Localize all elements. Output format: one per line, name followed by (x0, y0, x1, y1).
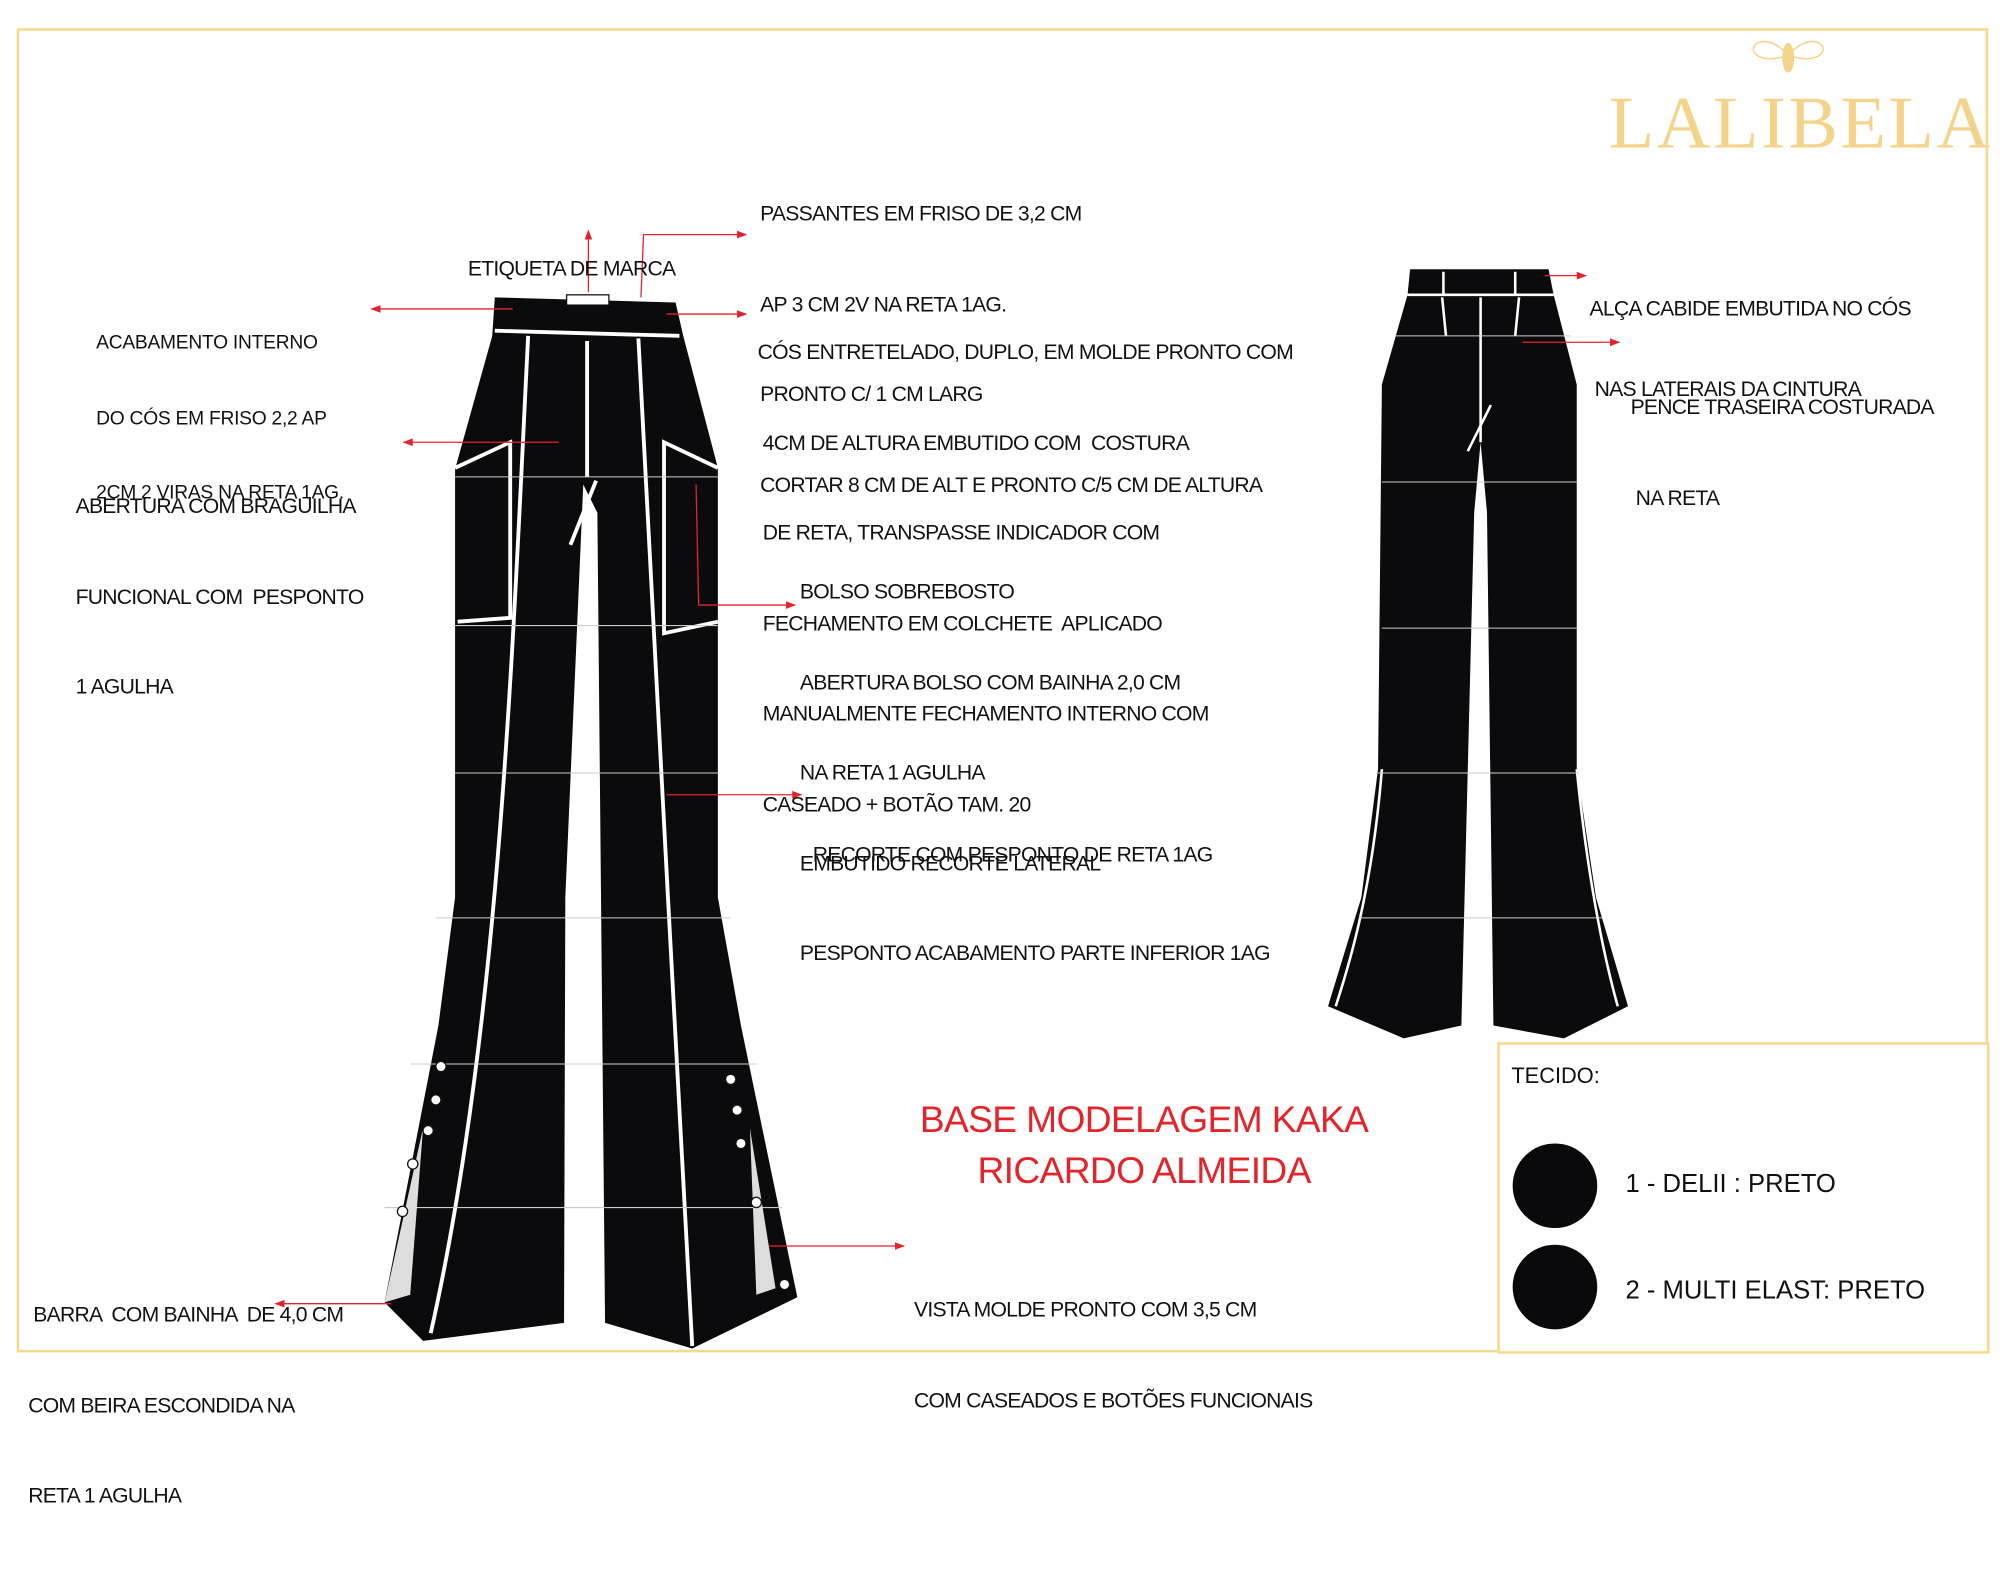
brand-logo: LALIBELA (1608, 80, 1993, 165)
note-line: EMBUTIDO RECORTE LATERAL (799, 851, 1101, 875)
annotation-arrows (274, 229, 1621, 1308)
bee-icon (1752, 40, 1824, 73)
note-line: DE RETA, TRANSPASSE INDICADOR COM (757, 521, 1160, 545)
note-line: VISTA MOLDE PRONTO COM 3,5 CM (913, 1298, 1257, 1322)
note-passantes: PASSANTES EM FRISO DE 3,2 CM AP 3 CM 2V … (760, 140, 1263, 562)
note-barra: BARRA COM BAINHA DE 4,0 CM COM BEIRA ESC… (28, 1241, 344, 1572)
note-line: 2CM 2 VIRAS NA RETA 1AG. (96, 481, 344, 504)
note-line: COM CASEADOS E BOTÕES FUNCIONAIS (913, 1388, 1313, 1413)
note-line: RETA 1 AGULHA (28, 1484, 182, 1508)
fabric-label: TECIDO: (1511, 1063, 1600, 1089)
fabric-name-1: 1 - DELII : PRETO (1625, 1170, 1836, 1199)
note-line: BARRA COM BAINHA DE 4,0 CM (28, 1303, 344, 1327)
note-line: ACABAMENTO INTERNO (96, 332, 318, 354)
note-cos: CÓS ENTRETELADO, DUPLO, EM MOLDE PRONTO … (757, 278, 1294, 880)
model-title: BASE MODELAGEM KAKA RICARDO ALMEIDA (897, 1095, 1391, 1198)
fabric-swatch-1 (1512, 1143, 1598, 1229)
fabric-box: TECIDO: 1 - DELII : PRETO 2 - MULTI ELAS… (1497, 1042, 1990, 1354)
note-etiqueta: ETIQUETA DE MARCA (467, 195, 676, 346)
note-alca: ALÇA CABIDE EMBUTIDA NO CÓS NAS LATERAIS… (1589, 242, 1912, 457)
fabric-name-2: 2 - MULTI ELAST: PRETO (1625, 1276, 1926, 1305)
note-line: ALÇA CABIDE EMBUTIDA NO CÓS (1589, 297, 1912, 321)
note-recorte: RECORTE COM PESPONTO DE RETA 1AG (813, 781, 1213, 932)
note-line: NAS LATERAIS DA CINTURA (1589, 378, 1862, 402)
note-bolso: BOLSO SOBREBOSTO ABERTURA BOLSO COM BAIN… (799, 518, 1271, 1030)
note-line: AP 3 CM 2V NA RETA 1AG. (760, 292, 1007, 316)
note-line: ABERTURA COM BRAGUILHA (75, 494, 357, 518)
note-line: PESPONTO ACABAMENTO PARTE INFERIOR 1AG (799, 942, 1271, 966)
note-vista: VISTA MOLDE PRONTO COM 3,5 CM COM CASEAD… (913, 1236, 1313, 1477)
note-line: CORTAR 8 CM DE ALT E PRONTO C/5 CM DE AL… (760, 473, 1263, 497)
note-line: BOLSO SOBREBOSTO (799, 580, 1015, 604)
note-line: PENCE TRASEIRA COSTURADA (1630, 396, 1935, 420)
note-acabamento: ACABAMENTO INTERNO DO CÓS EM FRISO 2,2 A… (96, 281, 344, 556)
note-line: NA RETA 1 AGULHA (799, 761, 986, 785)
garment-drawings (274, 40, 1824, 1349)
note-line: MANUALMENTE FECHAMENTO INTERNO COM (757, 702, 1210, 726)
tech-sheet: LALIBELA PASSANTES EM FRISO DE 3,2 CM AP… (16, 28, 1993, 1508)
note-line: COM BEIRA ESCONDIDA NA (28, 1394, 295, 1418)
note-line: FECHAMENTO EM COLCHETE APLICADO (757, 612, 1163, 636)
note-line: PASSANTES EM FRISO DE 3,2 CM (760, 202, 1082, 226)
note-line: CASEADO + BOTÃO TAM. 20 (757, 792, 1032, 816)
fabric-swatch-2 (1512, 1244, 1598, 1330)
title-line: BASE MODELAGEM KAKA (919, 1099, 1369, 1141)
note-line: PRONTO C/ 1 CM LARG (760, 383, 983, 407)
title-line: RICARDO ALMEIDA (977, 1151, 1311, 1193)
note-line: NA RETA (1630, 486, 1720, 510)
front-pants-drawing (384, 294, 798, 1349)
note-line: DO CÓS EM FRISO 2,2 AP (96, 407, 327, 429)
note-line: CÓS ENTRETELADO, DUPLO, EM MOLDE PRONTO … (757, 340, 1294, 365)
note-line: FUNCIONAL COM PESPONTO (75, 585, 365, 609)
note-line: ABERTURA BOLSO COM BAINHA 2,0 CM (799, 671, 1181, 695)
note-line: 4CM DE ALTURA EMBUTIDO COM COSTURA (757, 431, 1190, 455)
back-pants-drawing (1328, 269, 1629, 1039)
note-line: RECORTE COM PESPONTO DE RETA 1AG (812, 843, 1213, 867)
page-frame (16, 28, 1989, 1353)
note-line: 1 AGULHA (75, 675, 174, 699)
note-line: ETIQUETA DE MARCA (467, 257, 676, 281)
note-abertura: ABERTURA COM BRAGUILHA FUNCIONAL COM PES… (75, 432, 365, 763)
note-pence: PENCE TRASEIRA COSTURADA NA RETA (1630, 333, 1935, 574)
